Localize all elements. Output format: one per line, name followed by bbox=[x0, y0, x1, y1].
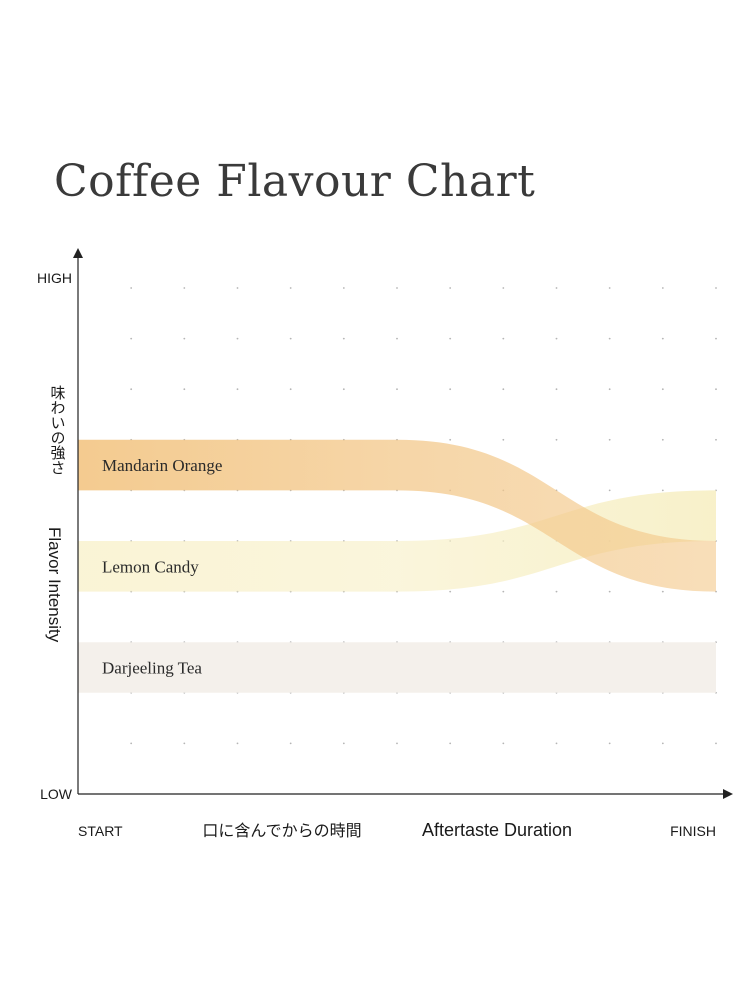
grid-dot bbox=[661, 742, 664, 745]
grid-dot bbox=[555, 438, 558, 441]
grid-dot bbox=[608, 438, 611, 441]
grid-dot bbox=[183, 388, 186, 391]
series-label-mandarin-orange: Mandarin Orange bbox=[102, 456, 222, 475]
grid-dot bbox=[130, 287, 133, 289]
grid-dot bbox=[661, 438, 664, 441]
grid-dot bbox=[608, 388, 611, 391]
grid-dot bbox=[183, 287, 186, 289]
grid-dot bbox=[449, 388, 452, 391]
grid-dot bbox=[502, 742, 505, 745]
grid-dot bbox=[236, 337, 239, 340]
grid-dot bbox=[715, 742, 717, 745]
x-axis-label-ja: 口に含んでからの時間 bbox=[202, 822, 361, 840]
grid-dot bbox=[342, 388, 345, 391]
grid-dot bbox=[183, 337, 186, 340]
grid-dot bbox=[661, 337, 664, 340]
grid-dot bbox=[555, 337, 558, 340]
grid-dot bbox=[130, 742, 133, 745]
grid-dot bbox=[555, 388, 558, 391]
grid-dot bbox=[502, 287, 505, 289]
grid-dot bbox=[555, 590, 558, 593]
y-axis-high-label: HIGH bbox=[37, 270, 72, 286]
grid-dot bbox=[396, 742, 398, 745]
grid-dot bbox=[396, 337, 398, 340]
grid-dot bbox=[130, 337, 133, 340]
x-axis-start-label: START bbox=[78, 823, 123, 839]
grid-dot bbox=[396, 388, 398, 391]
y-axis-low-label: LOW bbox=[40, 786, 73, 802]
grid-dot bbox=[715, 337, 717, 340]
grid-dot bbox=[608, 489, 611, 492]
series-label-lemon-candy: Lemon Candy bbox=[102, 557, 199, 576]
grid-dot bbox=[236, 742, 239, 745]
grid-dot bbox=[715, 438, 717, 441]
y-axis-arrow bbox=[73, 248, 83, 258]
grid-dot bbox=[342, 742, 345, 745]
y-axis-label-en: Flavor Intensity bbox=[45, 527, 64, 643]
grid-dot bbox=[449, 438, 452, 441]
grid-dot bbox=[236, 287, 239, 289]
grid-dot bbox=[502, 438, 505, 441]
grid-dot bbox=[449, 742, 452, 745]
y-axis-label-ja: 味わいの強さ bbox=[49, 385, 66, 475]
grid-dot bbox=[715, 287, 717, 289]
series-band-mandarin-orange bbox=[78, 439, 716, 592]
grid-dot bbox=[342, 337, 345, 340]
grid-dot bbox=[449, 337, 452, 340]
grid-dot bbox=[502, 590, 505, 593]
grid-dot bbox=[289, 388, 292, 391]
grid-dot bbox=[449, 287, 452, 289]
grid-dot bbox=[608, 742, 611, 745]
grid-dot bbox=[183, 742, 186, 745]
grid-dot bbox=[289, 742, 292, 745]
grid-dot bbox=[555, 742, 558, 745]
grid-dot bbox=[502, 337, 505, 340]
x-axis-label-en: Aftertaste Duration bbox=[422, 820, 572, 840]
grid-dot bbox=[130, 388, 133, 391]
grid-dot bbox=[661, 489, 664, 492]
grid-dot bbox=[661, 287, 664, 289]
grid-dot bbox=[661, 388, 664, 391]
grid-dot bbox=[236, 388, 239, 391]
x-axis-arrow bbox=[723, 789, 733, 799]
grid-dot bbox=[289, 287, 292, 289]
grid-dot bbox=[555, 287, 558, 289]
grid-dot bbox=[342, 287, 345, 289]
series-bands bbox=[78, 439, 716, 693]
x-axis-finish-label: FINISH bbox=[670, 823, 716, 839]
grid-dot bbox=[661, 590, 664, 593]
grid-dot bbox=[396, 287, 398, 289]
grid-dot bbox=[608, 590, 611, 593]
grid-dot bbox=[289, 337, 292, 340]
grid-dot bbox=[608, 337, 611, 340]
grid-dot bbox=[608, 287, 611, 289]
chart-title: Coffee Flavour Chart bbox=[54, 156, 536, 207]
grid-dot bbox=[449, 590, 452, 593]
grid-dot bbox=[715, 388, 717, 391]
grid-dot bbox=[502, 388, 505, 391]
series-label-darjeeling-tea: Darjeeling Tea bbox=[102, 659, 202, 678]
series-band-darjeeling-tea bbox=[78, 642, 716, 693]
